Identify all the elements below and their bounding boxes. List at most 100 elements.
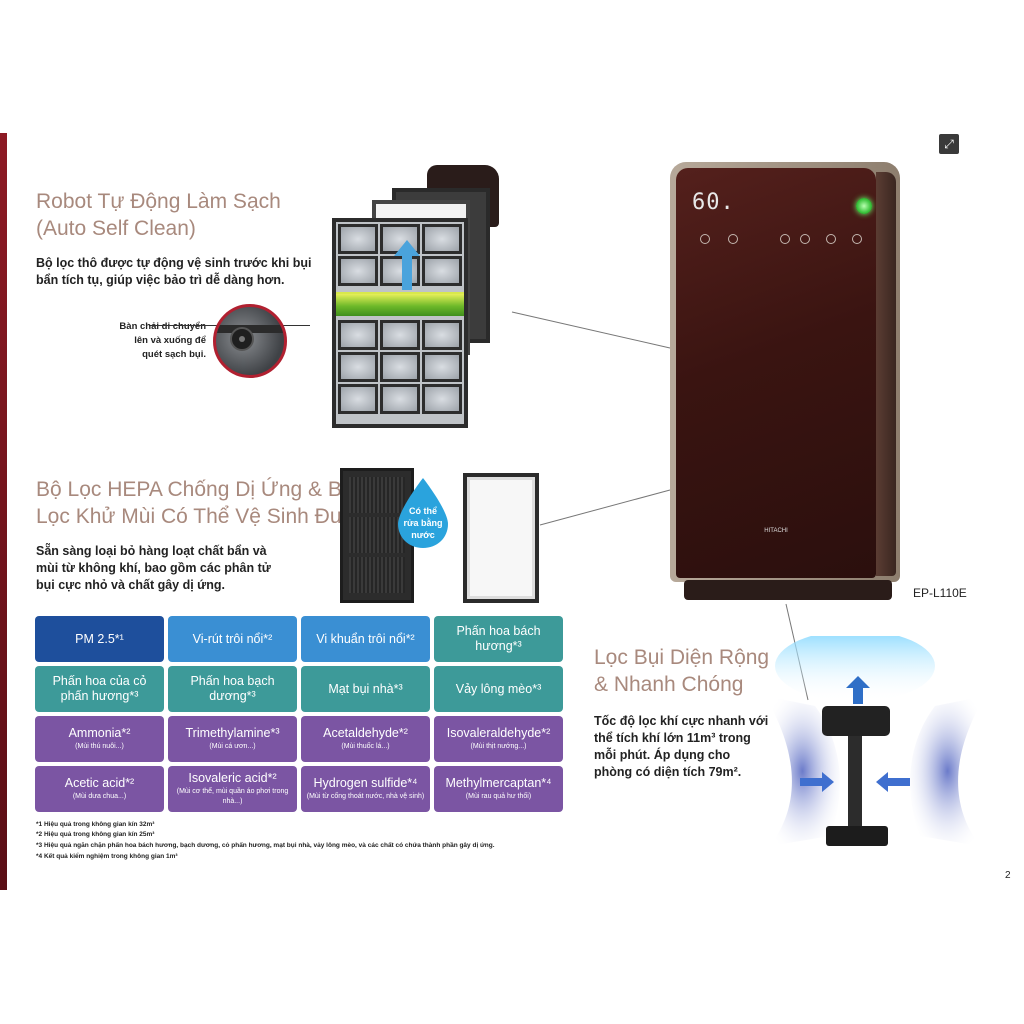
washable-note-line3: nước: [411, 530, 435, 540]
pollutant-tile: Acetic acid*² (Mùi dưa chua...): [35, 766, 164, 812]
washable-note-line2: rửa bằng: [403, 518, 443, 528]
pollutant-tile: Ammonia*² (Mùi thú nuôi...): [35, 716, 164, 762]
pollutant-tile-label: Vảy lông mèo*³: [455, 681, 542, 696]
expand-icon[interactable]: ⤢: [939, 134, 959, 154]
footnote-1: *1 Hiệu quả trong không gian kín 32m³: [36, 821, 155, 828]
brush-callout-line1: Bàn chải di chuyển: [119, 321, 206, 332]
section3-title: Lọc Bụi Diện Rộng & Nhanh Chóng: [594, 644, 769, 698]
pollutant-tile: Phấn hoa bạch dương*³: [168, 666, 297, 712]
section3-body-line2: thể tích khí lớn 11m³ trong: [594, 731, 751, 745]
pollutant-tile: Mạt bụi nhà*³: [301, 666, 430, 712]
device-front-panel: 60. HITACHI: [676, 168, 876, 578]
washable-note-line1: Có thể: [409, 506, 437, 516]
device-button-icon: [780, 234, 790, 244]
brush-callout-line2: lên và xuống để: [134, 335, 206, 346]
section1-body-line2: bẩn tích tụ, giúp việc bảo trì dễ dàng h…: [36, 273, 285, 287]
section3-title-line1: Lọc Bụi Diện Rộng: [594, 646, 770, 669]
section3-body: Tốc độ lọc khí cực nhanh với thể tích kh…: [594, 713, 768, 781]
pollutant-tile-label: Mạt bụi nhà*³: [328, 681, 403, 696]
section2-title-line1: Bộ Lọc HEPA Chống Dị Ứng & Bộ: [36, 478, 354, 501]
airflow-illustration: [765, 636, 985, 846]
pollutant-tile-label: Isovaleraldehyde*²: [446, 726, 551, 740]
device-button-icon: [852, 234, 862, 244]
status-led-icon: [856, 198, 872, 214]
arrow-left-icon: [876, 772, 910, 792]
pollutant-tile-label: Vi-rút trôi nổi*²: [192, 631, 273, 646]
pollutant-tile: PM 2.5*¹: [35, 616, 164, 662]
section1-body-line1: Bộ lọc thô được tự động vệ sinh trước kh…: [36, 256, 312, 270]
brush-callout: Bàn chải di chuyển lên và xuống để quét …: [96, 320, 206, 362]
device-button-icon: [728, 234, 738, 244]
section2-body: Sẵn sàng loại bỏ hàng loạt chất bẩn và m…: [36, 543, 271, 594]
section1-title: Robot Tự Động Làm Sạch (Auto Self Clean): [36, 188, 281, 242]
footnote-3: *3 Hiệu quả ngăn chặn phấn hoa bách hươn…: [36, 842, 495, 849]
device-display: 60.: [692, 190, 735, 215]
section1-title-line2: (Auto Self Clean): [36, 217, 196, 240]
device-button-icon: [800, 234, 810, 244]
section1-body: Bộ lọc thô được tự động vệ sinh trước kh…: [36, 255, 312, 289]
pollutant-tile: Phấn hoa của cỏ phấn hương*³: [35, 666, 164, 712]
section1-title-line1: Robot Tự Động Làm Sạch: [36, 190, 281, 213]
arrow-right-icon: [800, 772, 834, 792]
pollutant-tile-label: Hydrogen sulfide*⁴: [313, 776, 418, 790]
pollutant-tile-label: Acetic acid*²: [64, 776, 135, 790]
footnote-4: *4 Kết quả kiểm nghiệm trong không gian …: [36, 853, 178, 860]
pollutant-tile-sub: (Mùi thuốc lá...): [341, 743, 390, 750]
brush-callout-line3: quét sạch bụi.: [142, 349, 206, 360]
footnote-2: *2 Hiệu quả trong không gian kín 25m³: [36, 831, 155, 838]
brush-closeup: [213, 304, 287, 378]
section3-title-line2: & Nhanh Chóng: [594, 673, 744, 696]
section3-body-line4: phòng có diện tích 79m².: [594, 765, 742, 779]
pollutant-tile-label: Vi khuẩn trôi nổi*²: [316, 631, 415, 646]
pollutant-tile-label: Phấn hoa bạch dương*³: [190, 674, 275, 703]
section2-body-line2: mùi từ không khí, bao gồm các phân tử: [36, 561, 271, 575]
pollutant-tile: Vảy lông mèo*³: [434, 666, 563, 712]
pollutant-tile-label: PM 2.5*¹: [75, 631, 124, 646]
pollutant-tile-label: Phấn hoa bách hương*³: [456, 624, 541, 653]
pollutant-tile-sub: (Mùi rau quả hư thối): [465, 793, 532, 800]
pollutant-tile: Methylmercaptan*⁴ (Mùi rau quả hư thối): [434, 766, 563, 812]
section2-body-line1: Sẵn sàng loại bỏ hàng loạt chất bẩn và: [36, 544, 267, 558]
air-purifier-device: 60. HITACHI: [670, 162, 910, 607]
pollutant-tile-sub: (Mùi từ cống thoát nước, nhà vệ sinh): [306, 793, 425, 800]
pollutant-tile-label: Acetaldehyde*²: [323, 726, 408, 740]
arrow-up-icon: [394, 240, 420, 290]
pollutant-tile: Phấn hoa bách hương*³: [434, 616, 563, 662]
page-number: 2: [1005, 870, 1011, 881]
pollutant-tile-label: Isovaleric acid*²: [188, 771, 277, 785]
device-button-icon: [826, 234, 836, 244]
section2-title: Bộ Lọc HEPA Chống Dị Ứng & Bộ Lọc Khử Mù…: [36, 476, 368, 530]
brush-icon: [216, 325, 284, 351]
auto-clean-filter-illustration: [322, 160, 512, 435]
pollutant-tile: Hydrogen sulfide*⁴ (Mùi từ cống thoát nướ…: [301, 766, 430, 812]
pollutant-tile-sub: (Mùi cơ thể, mùi quần áo phơi trong nhà.…: [176, 788, 289, 805]
pollutant-tile-label: Phấn hoa của cỏ phấn hương*³: [52, 674, 147, 703]
section3-body-line1: Tốc độ lọc khí cực nhanh với: [594, 714, 769, 728]
washable-note: Có thể rửa bằng nước: [398, 505, 448, 541]
pollutant-tile: Vi khuẩn trôi nổi*²: [301, 616, 430, 662]
red-edge-bar: [0, 133, 7, 890]
pollutant-tile-label: Trimethylamine*³: [185, 726, 280, 740]
water-drop-icon: [398, 478, 448, 548]
section3-body-line3: mỗi phút. Áp dụng cho: [594, 748, 731, 762]
cleaning-brush-bar: [336, 292, 464, 316]
pollutant-tile-label: Ammonia*²: [68, 726, 131, 740]
pollutant-tile: Isovaleraldehyde*² (Mùi thịt nướng...): [434, 716, 563, 762]
pollutant-tile: Trimethylamine*³ (Mùi cá ươn...): [168, 716, 297, 762]
pollutant-tile-sub: (Mùi thú nuôi...): [75, 743, 124, 750]
model-label: EP-L110E: [913, 586, 967, 600]
device-base: [684, 580, 892, 600]
pollutant-tile-sub: (Mùi cá ươn...): [209, 743, 256, 750]
device-side: [876, 172, 896, 576]
section2-title-line2: Lọc Khử Mùi Có Thể Vệ Sinh Được: [36, 505, 369, 528]
pollutant-tile-sub: (Mùi dưa chua...): [72, 793, 127, 800]
section2-body-line3: bụi cực nhỏ và chất gây dị ứng.: [36, 578, 225, 592]
device-button-icon: [700, 234, 710, 244]
pollutant-tile-sub: (Mùi thịt nướng...): [470, 743, 527, 750]
pollutant-tile-label: Methylmercaptan*⁴: [445, 776, 552, 790]
hepa-filter: [463, 473, 539, 603]
arrow-up-icon: [846, 676, 870, 704]
device-brand: HITACHI: [764, 528, 788, 534]
pollutant-tile: Acetaldehyde*² (Mùi thuốc lá...): [301, 716, 430, 762]
